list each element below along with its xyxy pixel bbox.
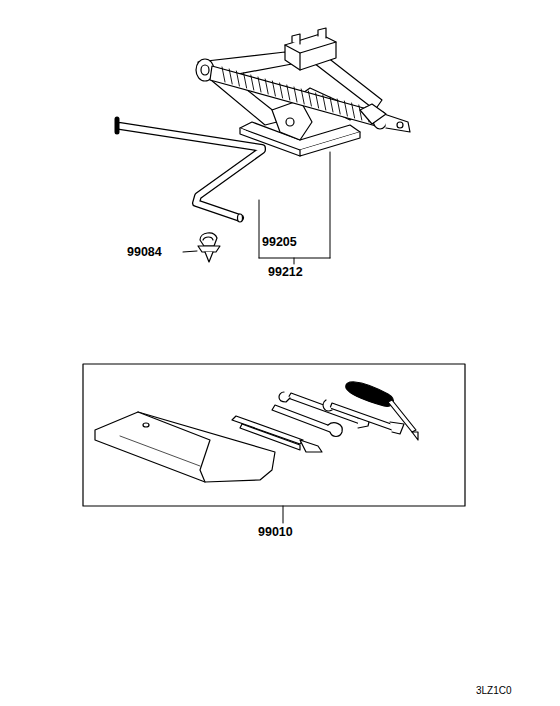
screw-thread xyxy=(316,93,319,108)
screw-thread xyxy=(352,103,355,118)
screw-thread xyxy=(272,81,275,96)
callout-number: 99010 xyxy=(258,526,293,539)
scissor-jack xyxy=(196,28,410,156)
screw-thread xyxy=(287,85,290,100)
screw-thread xyxy=(265,79,268,94)
handle-clip xyxy=(198,233,220,262)
callout-number: 99212 xyxy=(268,266,303,279)
screw-thread xyxy=(344,101,347,116)
screw-thread xyxy=(244,73,247,88)
screw-thread xyxy=(301,89,304,104)
jack-handle xyxy=(117,119,262,222)
screw-thread xyxy=(222,67,225,82)
screw-thread xyxy=(236,71,239,86)
screw-thread xyxy=(330,97,333,112)
screw-thread xyxy=(280,83,283,98)
screw-thread xyxy=(323,95,326,110)
screw-thread xyxy=(337,99,340,114)
callout-number: 99084 xyxy=(127,246,162,259)
screw-thread xyxy=(359,105,362,120)
screw-thread xyxy=(308,91,311,106)
screw-thread xyxy=(251,75,254,90)
tool-kit xyxy=(95,382,418,482)
callout-number: 99205 xyxy=(262,236,297,249)
screw-thread xyxy=(294,87,297,102)
screw-thread xyxy=(258,77,261,92)
tool-kit-frame xyxy=(83,364,465,506)
figure-code: 3LZ1C0 xyxy=(476,686,512,696)
screw-thread xyxy=(229,69,232,84)
